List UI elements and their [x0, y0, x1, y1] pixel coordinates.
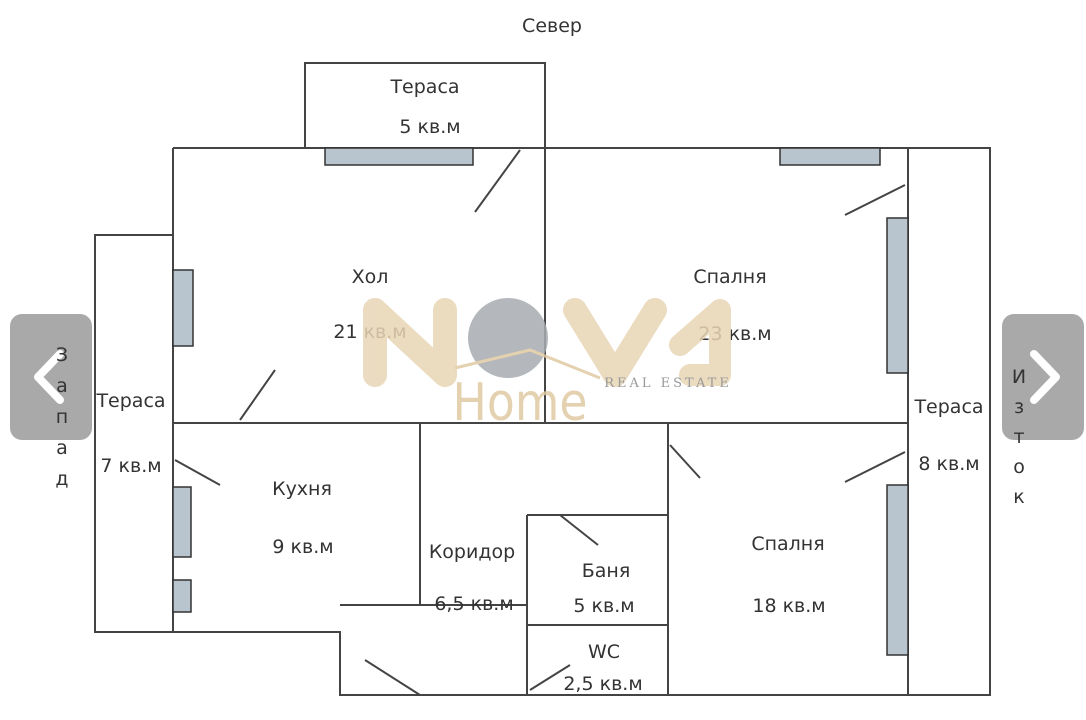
room-area: 2,5 кв.м	[563, 673, 642, 695]
doors	[174, 149, 906, 696]
windows	[172, 147, 909, 656]
room-area: 5 кв.м	[573, 595, 634, 617]
gallery-prev-button[interactable]	[10, 314, 92, 440]
room-area: 8 кв.м	[918, 453, 979, 475]
room-name: WC	[588, 641, 620, 663]
room-area: 18 кв.м	[752, 595, 825, 617]
svg-text:Home: Home	[453, 373, 588, 433]
chevron-right-icon	[1030, 350, 1060, 404]
room-name: Коридор	[429, 541, 515, 563]
gallery-next-button[interactable]	[1002, 314, 1084, 440]
room-area: 9 кв.м	[272, 536, 333, 558]
svg-text:REAL ESTATE: REAL ESTATE	[604, 376, 732, 391]
room-area: 6,5 кв.м	[434, 593, 513, 615]
room-name: Хол	[352, 266, 389, 288]
watermark-logo: Home REAL ESTATE	[363, 298, 732, 433]
room-name: Тераса	[389, 76, 459, 98]
room-name: Спалня	[751, 533, 824, 555]
room-area: 7 кв.м	[100, 455, 161, 477]
room-name: Баня	[582, 560, 631, 582]
room-area: 5 кв.м	[399, 116, 460, 138]
chevron-left-icon	[34, 350, 64, 404]
room-name: Спалня	[693, 266, 766, 288]
room-name: Кухня	[272, 478, 332, 500]
room-name: Тераса	[913, 396, 983, 418]
room-name: Тераса	[95, 390, 165, 412]
compass-north: Север	[522, 15, 582, 37]
